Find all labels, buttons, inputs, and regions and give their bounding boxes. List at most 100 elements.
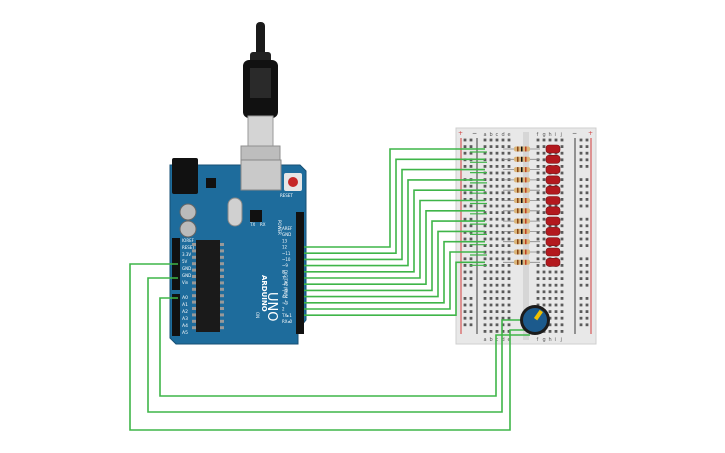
- column-letter: i: [555, 337, 556, 343]
- capacitor: [179, 220, 197, 238]
- led: [545, 237, 561, 246]
- digital-wire: [304, 210, 485, 286]
- digital-wire: [304, 261, 485, 317]
- column-letter: a: [484, 132, 487, 138]
- power-pin-label: Vin: [182, 280, 189, 285]
- column-letter: c: [496, 132, 499, 138]
- tx-label: TX: [249, 222, 255, 227]
- power-header-label: POWER: [277, 220, 282, 235]
- column-letter: j: [560, 132, 562, 138]
- digital-wire: [304, 158, 485, 254]
- column-letter: f: [537, 337, 539, 343]
- power-pin-label: GND: [182, 266, 191, 271]
- digital-wire: [304, 199, 485, 279]
- digital-pin-label: ~11: [282, 251, 291, 256]
- column-letter: g: [543, 132, 546, 138]
- led: [545, 216, 561, 226]
- digital-wire: [304, 189, 485, 273]
- digital-wire: [304, 230, 485, 298]
- analog-pin-label: A5: [182, 330, 188, 336]
- digital-pin-label: 8: [282, 269, 285, 274]
- analog-pin-label: A0: [182, 295, 188, 301]
- analog-pin-label: A4: [182, 323, 188, 329]
- digital-pin-label: 7: [282, 276, 285, 281]
- digital-pin-label: ~3: [282, 300, 288, 305]
- column-letter: d: [502, 132, 505, 138]
- resistors: [503, 146, 540, 265]
- column-letter: d: [502, 337, 505, 343]
- rx-label: RX: [260, 222, 266, 227]
- led: [545, 247, 561, 257]
- led: [545, 165, 561, 174]
- potentiometer[interactable]: [520, 305, 550, 335]
- digital-pin-label: ~9: [282, 263, 288, 268]
- digital-pin-label: RX◂0: [282, 319, 293, 324]
- leds: [545, 144, 561, 267]
- digital-wire: [304, 240, 485, 304]
- digital-pin-label: ~10: [282, 257, 291, 262]
- led: [545, 185, 561, 195]
- digital-pin-label: 12: [282, 245, 288, 250]
- led: [545, 175, 561, 185]
- digital-header: [296, 212, 304, 334]
- wires: [129, 148, 536, 431]
- led: [545, 155, 561, 164]
- digital-wire: [304, 251, 485, 310]
- potentiometer-wire: [129, 263, 536, 431]
- column-letter: e: [508, 337, 511, 343]
- column-letter: j: [560, 337, 562, 343]
- led: [545, 196, 561, 205]
- rail-plus-label: +: [588, 130, 593, 137]
- capacitor: [179, 203, 197, 221]
- on-label: ON: [255, 312, 260, 318]
- column-letter: h: [549, 132, 552, 138]
- digital-pin-label: AREF: [282, 226, 293, 231]
- digital-pin-label: TX▸1: [281, 313, 292, 318]
- led: [545, 257, 561, 267]
- column-letter: h: [549, 337, 552, 343]
- column-letter: g: [543, 337, 546, 343]
- usb-port: [240, 159, 282, 191]
- power-jack: [172, 158, 198, 194]
- digital-wire: [304, 179, 485, 267]
- digital-pin-label: 2: [282, 307, 285, 312]
- digital-pin-label: 4: [282, 294, 285, 299]
- analog-header: [172, 294, 180, 336]
- column-letter: f: [537, 132, 539, 138]
- led: [545, 144, 561, 154]
- column-letter: e: [508, 132, 511, 138]
- digital-wire: [304, 168, 485, 261]
- analog-pin-label: A1: [182, 302, 188, 308]
- digital-wire: [304, 220, 485, 292]
- arduino-uno-board: RESET IOREF RESET 3.3V 5V GND GND Vin A0A1A2A3…: [169, 158, 307, 345]
- power-pin-label: RESET: [182, 245, 195, 250]
- column-letter: i: [555, 132, 556, 138]
- digital-header-label: DIGITAL (PWM ~): [283, 270, 288, 305]
- power-pin-label: 3.3V: [182, 252, 191, 257]
- crystal: [227, 197, 243, 227]
- potentiometer-wire: [147, 277, 521, 413]
- atmega-chip: [196, 240, 220, 332]
- column-letter: b: [490, 337, 493, 343]
- potentiometer-wire: [159, 297, 530, 397]
- digital-pin-label: ~5: [282, 288, 288, 293]
- column-letter: c: [496, 337, 499, 343]
- power-pin-label: IOREF: [182, 238, 195, 243]
- board-reset-label: RESET: [280, 193, 293, 198]
- power-pin-label: 5V: [182, 259, 188, 264]
- analog-pin-label: A2: [182, 309, 188, 315]
- column-letter: b: [490, 132, 493, 138]
- uno-model-label: UNO: [264, 292, 279, 321]
- rail-plus-label: +: [458, 130, 463, 137]
- arduino-brand-label: ARDUINO: [260, 275, 268, 312]
- digital-pin-label: GND: [282, 232, 291, 237]
- analog-pin-label: A3: [182, 316, 188, 322]
- digital-pin-label: ~6: [282, 282, 288, 287]
- digital-pin-label: 13: [282, 238, 288, 243]
- column-letter: a: [484, 337, 487, 343]
- rail-minus-label: −: [472, 130, 477, 137]
- power-pin-label: GND: [182, 273, 191, 278]
- led: [545, 227, 561, 236]
- digital-wire: [304, 148, 485, 248]
